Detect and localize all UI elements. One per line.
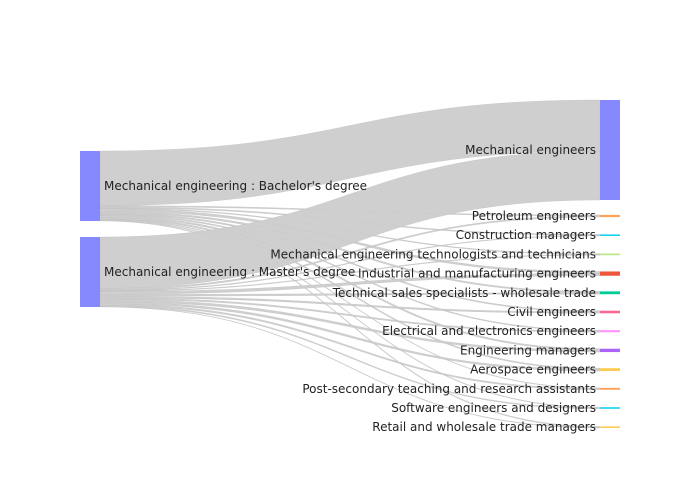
node-techsales[interactable] [600, 291, 620, 295]
links-layer [99, 99, 601, 429]
node-aero[interactable] [600, 368, 620, 372]
node-retail[interactable] [600, 426, 620, 428]
node-label-indus: Industrial and manufacturing engineers [358, 267, 596, 281]
node-label-civil: Civil engineers [507, 305, 596, 319]
nodes-layer [80, 100, 620, 428]
node-bachelor[interactable] [80, 151, 100, 221]
node-label-petro: Petroleum engineers [472, 209, 596, 223]
node-master[interactable] [80, 237, 100, 307]
node-civil[interactable] [600, 310, 620, 314]
link-master-to-engmgr[interactable] [99, 299, 601, 353]
node-postsec[interactable] [600, 387, 620, 390]
node-petro[interactable] [600, 214, 620, 218]
node-mechtech[interactable] [600, 253, 620, 256]
link-master-to-elec[interactable] [99, 297, 601, 333]
node-mech[interactable] [600, 100, 620, 200]
node-label-retail: Retail and wholesale trade managers [372, 420, 596, 434]
node-label-mechtech: Mechanical engineering technologists and… [270, 247, 596, 261]
node-indus[interactable] [600, 271, 620, 276]
node-label-aero: Aerospace engineers [470, 363, 596, 377]
node-elec[interactable] [600, 330, 620, 333]
link-master-to-civil[interactable] [99, 295, 601, 314]
node-software[interactable] [600, 407, 620, 409]
node-label-constr: Construction managers [456, 228, 596, 242]
node-label-postsec: Post-secondary teaching and research ass… [302, 382, 596, 396]
node-label-elec: Electrical and electronics engineers [382, 324, 596, 338]
node-label-techsales: Technical sales specialists - wholesale … [332, 286, 596, 300]
node-label-bachelor: Mechanical engineering : Bachelor's degr… [104, 179, 367, 193]
node-label-engmgr: Engineering managers [460, 343, 596, 357]
node-engmgr[interactable] [600, 348, 620, 353]
node-label-master: Mechanical engineering : Master's degree [104, 265, 355, 279]
link-master-to-constr[interactable] [99, 235, 601, 292]
labels-layer: Mechanical engineering : Bachelor's degr… [104, 143, 596, 434]
node-label-software: Software engineers and designers [391, 401, 596, 415]
node-constr[interactable] [600, 234, 620, 237]
node-label-mech: Mechanical engineers [465, 143, 596, 157]
